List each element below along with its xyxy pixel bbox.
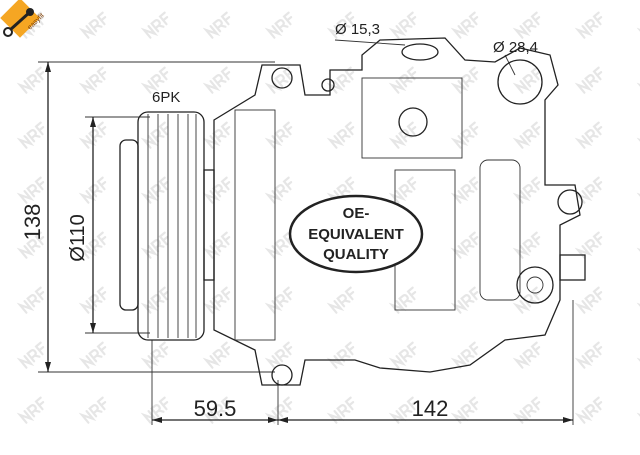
watermark-tile <box>18 66 49 94</box>
watermark-tile <box>390 121 421 149</box>
watermark-tile <box>452 11 483 39</box>
watermark-tile <box>328 66 359 94</box>
pulley <box>119 111 215 341</box>
watermark-tile <box>452 341 483 369</box>
watermark-tile <box>452 121 483 149</box>
watermark-tile <box>80 11 111 39</box>
watermark-tile <box>204 341 235 369</box>
watermark-tile <box>266 176 297 204</box>
watermark-tile <box>514 396 545 424</box>
easyfit-logo: easyfit <box>0 0 46 38</box>
watermark-tile <box>266 11 297 39</box>
belt-label: 6PK <box>152 89 180 106</box>
watermark-tile <box>452 231 483 259</box>
watermark-tile <box>204 11 235 39</box>
badge-line-1: OE- <box>343 205 370 222</box>
watermark-tile <box>452 396 483 424</box>
watermark-tile <box>266 286 297 314</box>
pulley-diameter-label: Ø110 <box>67 214 89 261</box>
watermark-tile <box>452 176 483 204</box>
watermark-tile <box>80 396 111 424</box>
watermark-tile <box>80 66 111 94</box>
watermark-tile <box>266 121 297 149</box>
compressor-body <box>213 37 586 386</box>
watermark-tile <box>514 11 545 39</box>
watermark-tile <box>576 11 607 39</box>
watermark-tile <box>142 11 173 39</box>
watermark-tile <box>328 341 359 369</box>
watermark-tile <box>328 121 359 149</box>
watermark-tile <box>80 286 111 314</box>
watermark-tile <box>204 66 235 94</box>
watermark-tile <box>390 341 421 369</box>
watermark-tile <box>266 341 297 369</box>
suction-port-label: Ø 15,3 <box>335 21 380 38</box>
watermark-tile <box>576 341 607 369</box>
oe-equivalent-badge: OE- EQUIVALENT QUALITY <box>288 194 424 274</box>
watermark-tile <box>390 176 421 204</box>
watermark-tile <box>514 121 545 149</box>
watermark-tile <box>80 341 111 369</box>
watermark-tile <box>452 66 483 94</box>
watermark-tile <box>204 231 235 259</box>
watermark-tile <box>18 286 49 314</box>
watermark-tile <box>576 231 607 259</box>
badge-line-3: QUALITY <box>323 246 389 263</box>
watermark-tile <box>18 121 49 149</box>
watermark-tile <box>452 286 483 314</box>
watermark-tile <box>18 341 49 369</box>
badge-line-2: EQUIVALENT <box>308 226 404 243</box>
watermark-tile <box>328 286 359 314</box>
watermark-tile <box>514 341 545 369</box>
watermark-tile <box>204 286 235 314</box>
watermark-tile <box>576 121 607 149</box>
body-length-label: 142 <box>412 396 449 421</box>
watermark-tile <box>18 396 49 424</box>
height-label: 138 <box>20 204 45 241</box>
watermark-tile <box>576 286 607 314</box>
watermark-tile <box>204 121 235 149</box>
dimension-lines <box>38 39 574 425</box>
watermark-tile <box>142 341 173 369</box>
pulley-offset-label: 59.5 <box>194 396 237 421</box>
watermark-tile <box>204 176 235 204</box>
watermark-tile <box>390 286 421 314</box>
watermark-tile <box>390 11 421 39</box>
watermark-tile <box>80 176 111 204</box>
watermark-tile <box>390 66 421 94</box>
discharge-port-label: Ø 28,4 <box>493 39 538 56</box>
watermark-tile <box>18 176 49 204</box>
watermark-tile <box>576 66 607 94</box>
watermark-tile <box>576 396 607 424</box>
watermark-tile <box>328 396 359 424</box>
